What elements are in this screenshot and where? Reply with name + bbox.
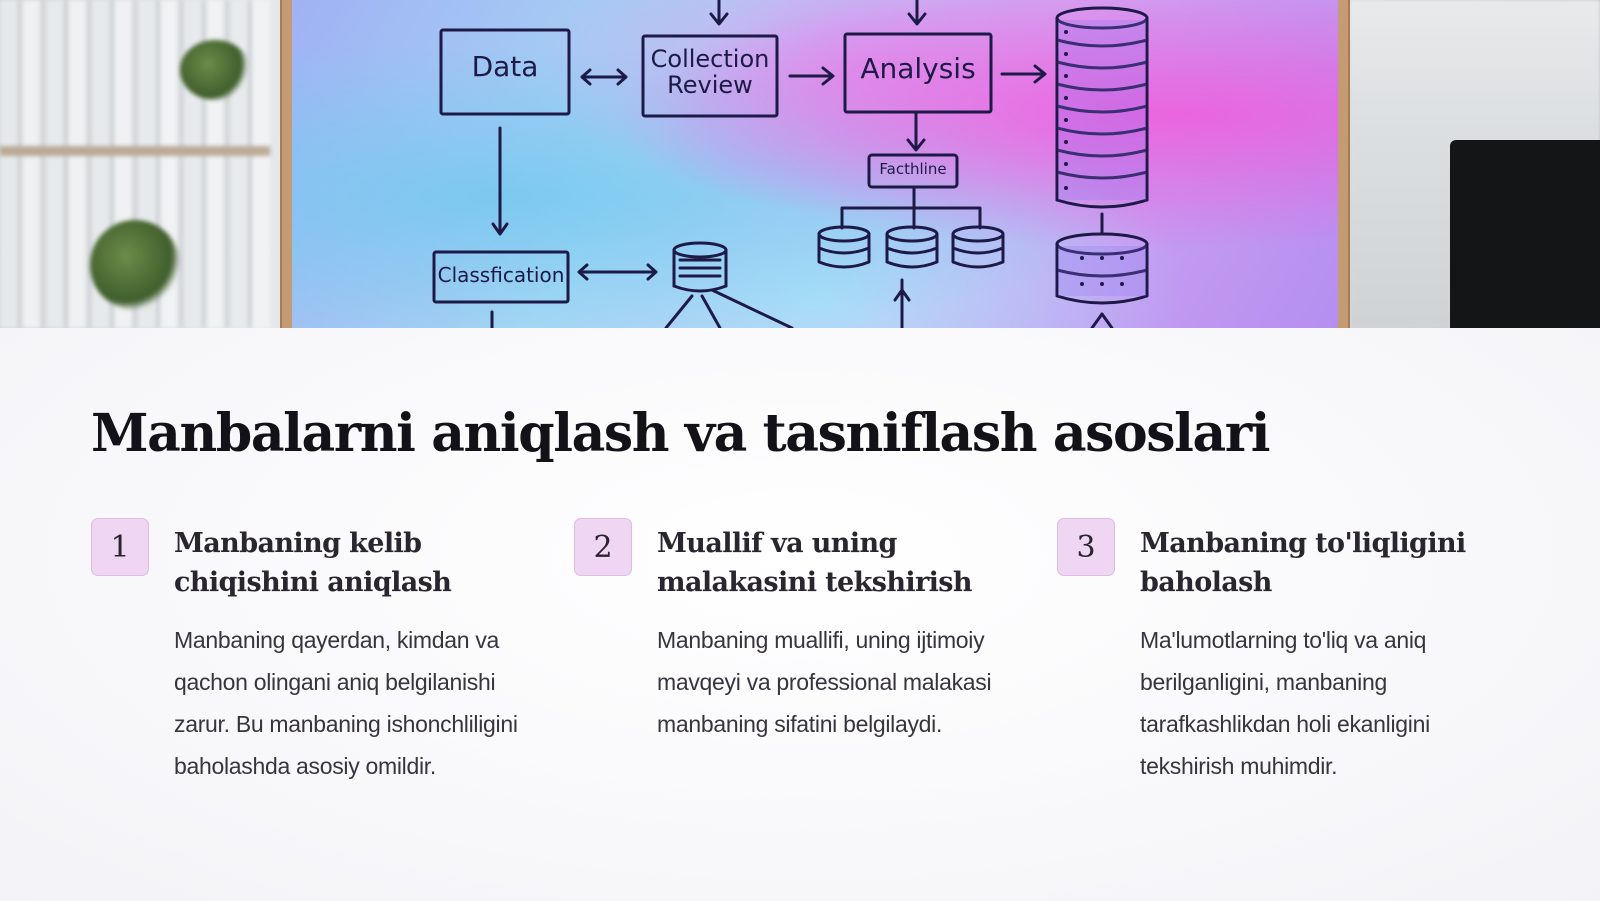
step-title: Manbaning kelib chiqishini aniqlash [174, 528, 452, 598]
diagram-label-pipeline: Facthline [879, 160, 947, 178]
diagram-label-data: Data [471, 50, 539, 83]
content-area [0, 328, 1600, 901]
step-title: Muallif va uning malakasini tekshirish [657, 528, 973, 598]
step-number-badge: 2 [574, 518, 632, 576]
whiteboard-diagram: Data Collection Review Analysis Facthlin… [292, 0, 1338, 328]
page-title: Manbalarni aniqlash va tasniflash asosla… [91, 403, 1271, 464]
plant-left-top [180, 40, 250, 100]
diagram-label-classification: Classfication [437, 263, 565, 287]
step-title: Manbaning to'liqligini baholash [1140, 528, 1466, 598]
flow-diagram-drawing [432, 0, 1149, 328]
diagram-label-collection-review: Collection Review [643, 46, 777, 99]
monitor [1450, 140, 1600, 328]
step-description: Ma'lumotlarning to'liq va aniq berilganl… [1140, 627, 1430, 779]
step-description: Manbaning muallifi, uning ijtimoiy mavqe… [657, 627, 992, 737]
step-number-badge: 3 [1057, 518, 1115, 576]
step-description: Manbaning qayerdan, kimdan va qachon oli… [174, 627, 518, 779]
plant-left-bottom [90, 220, 180, 310]
diagram-label-collection: Collection [650, 45, 770, 73]
hero-image: Data Collection Review Analysis Facthlin… [0, 0, 1600, 328]
diagram-label-analysis: Analysis [860, 52, 976, 85]
diagram-label-review: Review [667, 71, 753, 100]
step-number-badge: 1 [91, 518, 149, 576]
